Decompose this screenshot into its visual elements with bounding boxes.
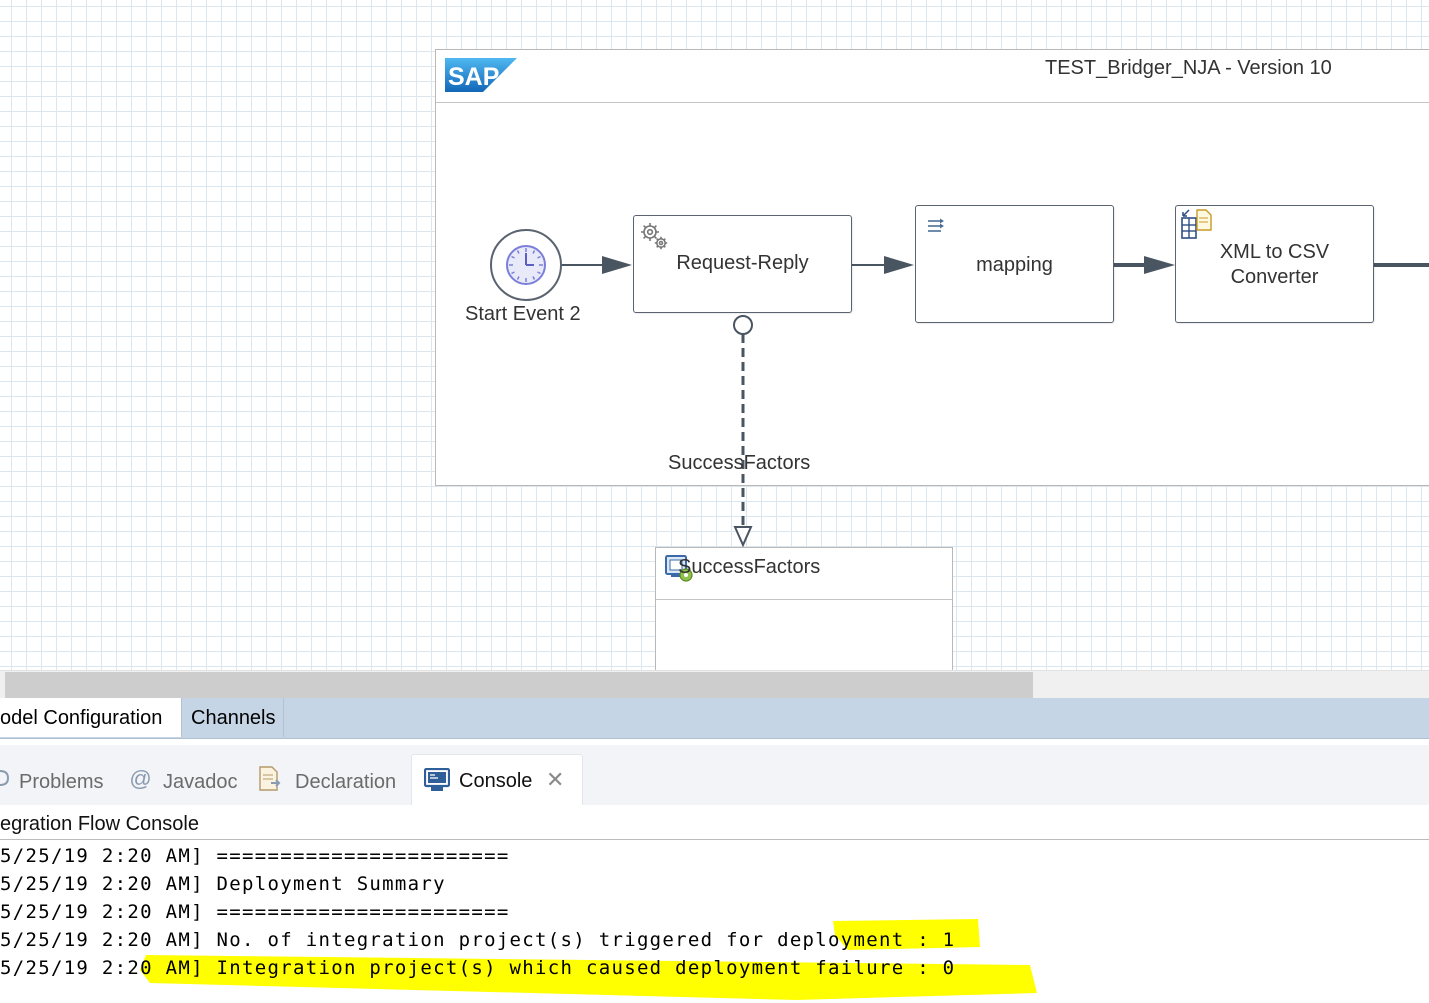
connection-label: SuccessFactors xyxy=(668,452,811,474)
tab-channels[interactable]: Channels xyxy=(182,698,284,737)
diagram-canvas[interactable]: SAP TEST_Bridger_NJA - Version 10 xyxy=(0,0,1429,670)
start-event-timer[interactable] xyxy=(490,229,562,301)
highlight-mark-1 xyxy=(833,919,980,950)
console-panel[interactable]: egration Flow Console 5/25/19 2:20 AM] =… xyxy=(0,805,1429,1003)
console-divider xyxy=(0,839,1429,840)
pool-title: TEST_Bridger_NJA - Version 10 xyxy=(1045,57,1332,79)
tab-model-configuration[interactable]: odel Configuration xyxy=(0,698,182,737)
converter-label-line1: XML to CSV xyxy=(1219,241,1330,263)
message-flow-start-circle xyxy=(733,315,753,335)
converter-icon xyxy=(1181,209,1212,239)
at-icon: @ xyxy=(129,766,152,791)
gear-icon xyxy=(641,223,668,250)
start-event-label: Start Event 2 xyxy=(465,303,581,325)
sap-logo: SAP xyxy=(445,58,517,92)
tab-console[interactable]: Console ✕ xyxy=(411,754,583,805)
declaration-icon xyxy=(259,766,281,791)
tab-javadoc[interactable]: Javadoc xyxy=(163,771,238,793)
system-icon xyxy=(665,555,693,582)
mapping-task[interactable]: mapping xyxy=(915,205,1114,323)
highlighter-marks xyxy=(140,919,1037,1000)
tab-declaration[interactable]: Declaration xyxy=(295,771,397,793)
horizontal-scrollbar[interactable] xyxy=(0,670,1429,699)
request-reply-label: Request-Reply xyxy=(676,252,809,274)
tab-console-label: Console xyxy=(459,770,533,792)
request-reply-task[interactable]: Request-Reply xyxy=(633,215,852,313)
mapping-icon xyxy=(928,218,944,232)
xml-to-csv-converter-task[interactable]: XML to CSV Converter xyxy=(1175,205,1374,323)
console-line: 5/25/19 2:20 AM] ======================= xyxy=(0,901,510,923)
pool-header: SAP TEST_Bridger_NJA - Version 10 xyxy=(436,50,1429,103)
problems-icon xyxy=(0,770,10,786)
view-tab-bar: Problems @ Javadoc Declaration Console ✕ xyxy=(0,745,1429,805)
sequence-flow-2-arrow xyxy=(884,256,914,274)
console-line: 5/25/19 2:20 AM] No. of integration proj… xyxy=(0,929,956,951)
successfactors-participant[interactable]: SuccessFactors xyxy=(655,547,953,670)
svg-text:SAP: SAP xyxy=(448,63,499,91)
separator xyxy=(0,739,1429,745)
converter-label-line2: Converter xyxy=(1230,266,1319,288)
highlight-mark-2 xyxy=(140,955,1037,1000)
console-line: 5/25/19 2:20 AM] Deployment Summary xyxy=(0,873,446,895)
scrollbar-thumb[interactable] xyxy=(5,672,1033,698)
flow-connectors xyxy=(562,256,1429,548)
close-icon[interactable]: ✕ xyxy=(546,767,565,792)
participant-title: SuccessFactors xyxy=(678,556,821,578)
console-line: 5/25/19 2:20 AM] Integration project(s) … xyxy=(0,957,956,979)
console-line: 5/25/19 2:20 AM] ======================= xyxy=(0,845,510,867)
mapping-label: mapping xyxy=(976,254,1053,276)
tab-problems[interactable]: Problems xyxy=(19,771,104,793)
sequence-flow-1-arrow xyxy=(602,256,632,274)
message-flow-arrow xyxy=(733,526,753,548)
editor-tab-bar: odel Configuration Channels xyxy=(0,698,1429,739)
participant-header: SuccessFactors xyxy=(656,548,952,600)
sequence-flow-3-arrow xyxy=(1144,256,1175,274)
console-icon xyxy=(424,768,450,791)
clock-icon xyxy=(506,245,546,285)
console-title: egration Flow Console xyxy=(0,813,199,835)
